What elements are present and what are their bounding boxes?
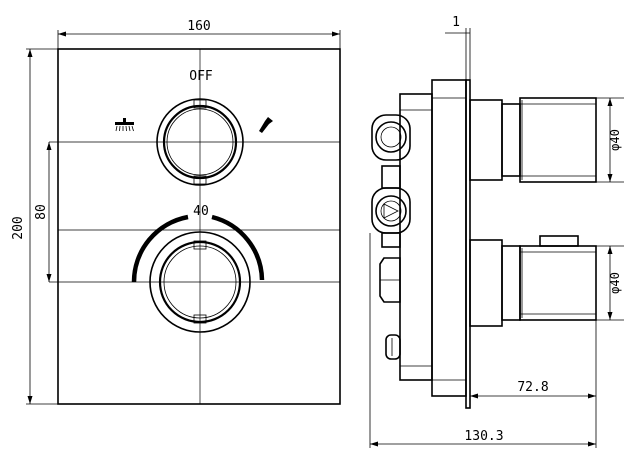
hand-shower-icon xyxy=(259,117,273,133)
middle-side-fitting xyxy=(371,165,411,248)
temperature-arc-left xyxy=(131,214,189,283)
width-dimension-label: 160 xyxy=(187,19,210,34)
bottom-stem xyxy=(469,235,597,327)
bottom-outlet-diameter-label: φ40 xyxy=(608,272,622,294)
off-label: OFF xyxy=(189,69,213,84)
shower-head-icon xyxy=(115,118,134,132)
front-view: 160 200 80 OFF xyxy=(11,19,341,405)
front-depth-label: 72.8 xyxy=(517,380,548,395)
body-housing xyxy=(399,93,433,381)
top-side-fitting xyxy=(371,114,411,161)
temperature-arc-right xyxy=(211,214,265,281)
side-view: 1 xyxy=(369,15,624,448)
top-knob xyxy=(156,98,244,186)
bottom-tab xyxy=(385,334,401,360)
plate-thickness-label: 1 xyxy=(452,15,460,30)
lower-side-fitting xyxy=(379,257,401,303)
top-stem xyxy=(469,97,597,183)
height-dimension-label: 200 xyxy=(11,216,26,239)
body-flange xyxy=(431,79,467,397)
temperature-label: 40 xyxy=(193,204,209,219)
total-depth-label: 130.3 xyxy=(464,429,503,444)
spacing-dimension-label: 80 xyxy=(34,204,49,220)
bottom-knob xyxy=(131,214,265,333)
cover-plate xyxy=(57,48,341,405)
top-outlet-diameter-label: φ40 xyxy=(608,129,622,151)
